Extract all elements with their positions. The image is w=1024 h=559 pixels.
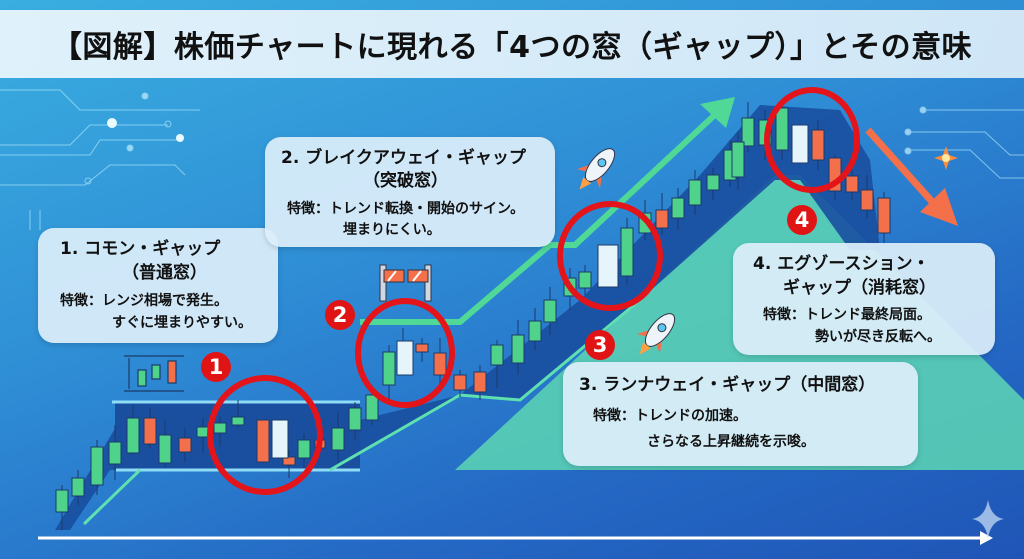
badge-number: 3 bbox=[592, 333, 608, 357]
circuit-decor-right bbox=[904, 106, 1024, 179]
card-desc-1: 特徴：トレンドの加速。 bbox=[593, 408, 747, 424]
glow-dot bbox=[176, 134, 184, 142]
rocket-icon bbox=[636, 313, 676, 355]
sparkle-icon bbox=[972, 500, 1004, 538]
title-bar: 【図解】株価チャートに現れる「4つの窓（ギャップ）」とその意味 bbox=[0, 10, 1024, 78]
spark-icon bbox=[934, 146, 958, 170]
gap-card-common: 1. コモン・ギャップ （普通窓） 特徴：レンジ相場で発生。 すぐに埋まりやすい… bbox=[38, 228, 278, 343]
gap-candle-2 bbox=[396, 340, 414, 376]
highlight-circle-1 bbox=[207, 375, 323, 495]
gap-badge-1: 1 bbox=[201, 352, 231, 382]
gap-candle-1 bbox=[271, 419, 289, 459]
uptrend-arrow-line bbox=[360, 107, 723, 325]
broken-barrier-icon bbox=[379, 264, 432, 302]
downtrend-arrow-line bbox=[865, 127, 938, 208]
card-subtitle: （突破窓） bbox=[363, 171, 448, 191]
glow-dot bbox=[107, 118, 117, 128]
gap-card-breakaway: 2. ブレイクアウェイ・ギャップ （突破窓） 特徴：トレンド転換・開始のサイン。… bbox=[265, 137, 555, 247]
highlight-circle-3 bbox=[557, 201, 663, 311]
gap-badge-2: 2 bbox=[325, 300, 355, 330]
highlight-circle-4 bbox=[764, 87, 860, 193]
card-title: 2. ブレイクアウェイ・ギャップ bbox=[281, 148, 526, 168]
card-desc-1: 特徴：トレンド転換・開始のサイン。 bbox=[287, 201, 525, 217]
gap-badge-4: 4 bbox=[787, 205, 817, 235]
highlight-circles bbox=[207, 87, 860, 495]
gap-candle-4 bbox=[791, 124, 809, 164]
card-subtitle: ギャップ（消耗窓） bbox=[783, 278, 936, 298]
time-axis-arrowhead bbox=[980, 531, 993, 545]
highlight-circle-2 bbox=[355, 298, 455, 408]
lower-trend-line-2 bbox=[329, 298, 641, 472]
uptrend-arrow-head bbox=[700, 97, 735, 128]
card-title: 3. ランナウェイ・ギャップ（中間窓） bbox=[579, 375, 876, 395]
badge-number: 2 bbox=[332, 303, 348, 327]
gap-badge-3: 3 bbox=[585, 330, 615, 360]
card-desc-2: 埋まりにくい。 bbox=[343, 222, 441, 238]
card-subtitle: （普通窓） bbox=[122, 263, 207, 283]
rocket-icon bbox=[576, 148, 616, 190]
card-desc-2: さらなる上昇継続を示唆。 bbox=[647, 434, 815, 450]
card-desc-1: 特徴：トレンド最終局面。 bbox=[763, 307, 931, 323]
card-desc-1: 特徴：レンジ相場で発生。 bbox=[60, 293, 228, 309]
downtrend-arrow-head bbox=[920, 188, 958, 226]
range-candles-icon bbox=[124, 355, 184, 392]
card-title: 4. エグゾースション・ bbox=[753, 254, 930, 274]
card-desc-2: すぐに埋まりやすい。 bbox=[112, 315, 252, 331]
gap-card-runaway: 3. ランナウェイ・ギャップ（中間窓） 特徴：トレンドの加速。 さらなる上昇継続… bbox=[563, 362, 918, 466]
lower-trend-line bbox=[82, 468, 142, 526]
gap-candle-3 bbox=[597, 244, 619, 288]
card-title: 1. コモン・ギャップ bbox=[60, 239, 221, 259]
card-desc-2: 勢いが尽き反転へ。 bbox=[815, 329, 941, 345]
page-title: 【図解】株価チャートに現れる「4つの窓（ギャップ）」とその意味 bbox=[51, 30, 973, 65]
badge-number: 1 bbox=[208, 355, 224, 379]
badge-number: 4 bbox=[794, 208, 810, 232]
circuit-decor-left bbox=[0, 89, 200, 230]
gap-card-exhaustion: 4. エグゾースション・ ギャップ（消耗窓） 特徴：トレンド最終局面。 勢いが尽… bbox=[733, 243, 995, 355]
